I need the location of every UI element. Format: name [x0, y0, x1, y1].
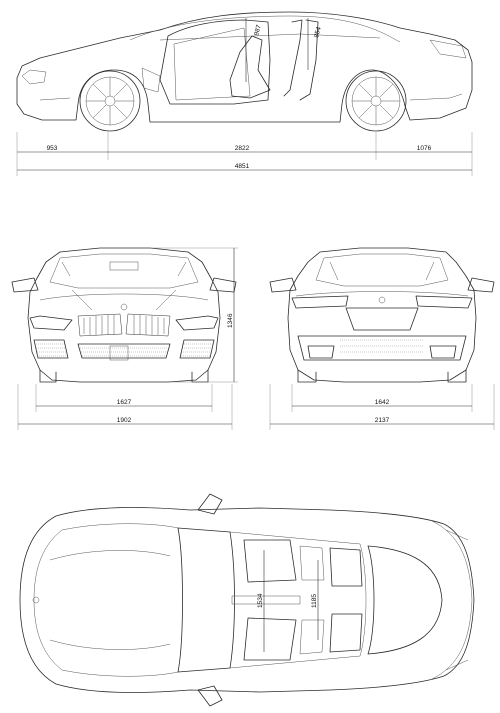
width-mirrors-label: 2137 — [375, 417, 390, 424]
top-view: 1534 1185 — [19, 493, 475, 707]
front-track-label: 1627 — [117, 399, 132, 406]
rear-view: 1642 2137 — [269, 247, 495, 430]
front-overhang-label: 953 — [47, 145, 58, 152]
shoulder-front-label: 1534 — [257, 593, 264, 608]
shoulder-rear-label: 1185 — [311, 594, 318, 608]
wheelbase-label: 2822 — [235, 145, 250, 152]
headroom-front-label: 987 — [253, 24, 263, 37]
width-body-label: 1902 — [117, 417, 132, 424]
rear-track-label: 1642 — [375, 399, 390, 406]
overall-length-label: 4851 — [235, 163, 250, 170]
headroom-rear-label: 854 — [313, 26, 323, 39]
side-view: 987 854 953 2822 1076 4851 — [16, 11, 473, 176]
rear-overhang-label: 1076 — [417, 145, 432, 152]
height-label: 1346 — [227, 313, 234, 328]
front-view: 1346 1627 1902 — [11, 247, 238, 430]
